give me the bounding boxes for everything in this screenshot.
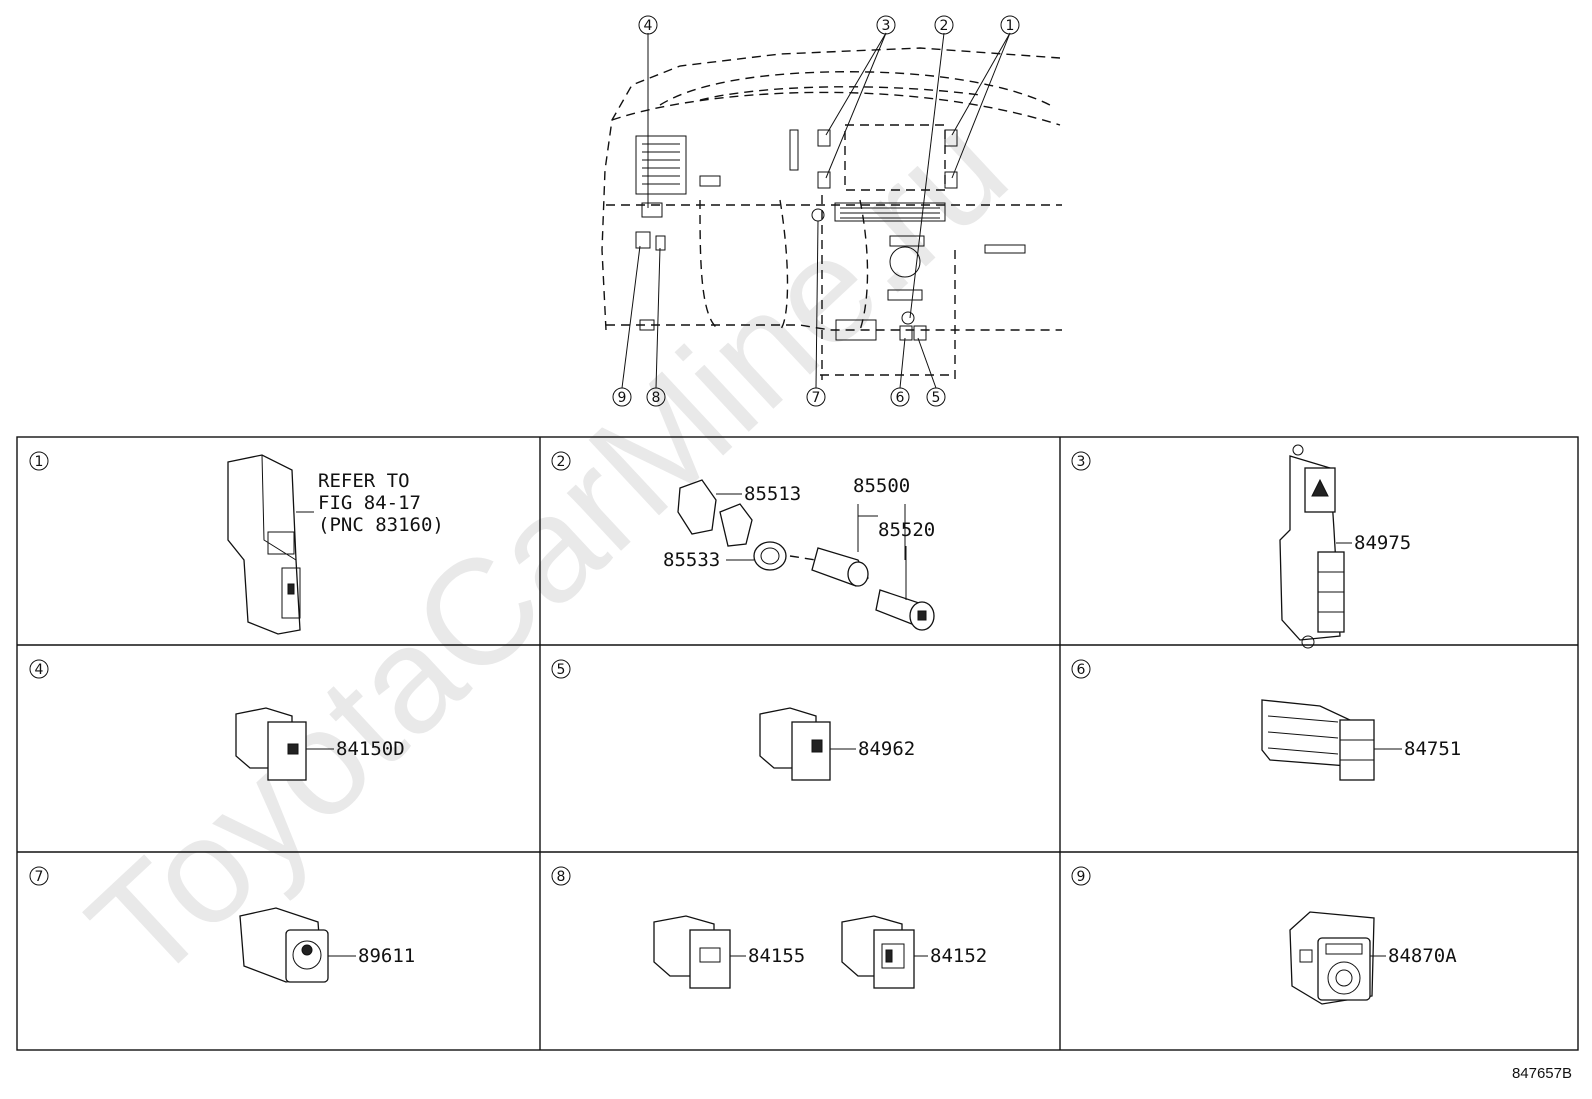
switch-1a <box>944 129 958 147</box>
callout-leaders <box>621 32 1011 389</box>
svg-text:1: 1 <box>35 454 44 470</box>
svg-text:REFER TO: REFER TO <box>318 470 410 492</box>
svg-text:5: 5 <box>557 662 566 678</box>
panel-7-part-illustration <box>239 907 329 983</box>
overview-callout-9: 9 <box>612 387 632 407</box>
svg-text:7: 7 <box>812 390 821 406</box>
svg-text:1: 1 <box>1006 18 1015 34</box>
svg-text:8: 8 <box>557 869 566 885</box>
svg-text:FIG 84-17: FIG 84-17 <box>318 492 421 514</box>
svg-text:84150D: 84150D <box>336 738 405 760</box>
svg-text:5: 5 <box>932 390 941 406</box>
panel-9: 9 84870A <box>1071 866 1457 1005</box>
panel-6: 6 84751 <box>1071 659 1461 781</box>
svg-text:8: 8 <box>652 390 661 406</box>
panel-7: 7 89611 <box>29 866 415 983</box>
svg-text:84155: 84155 <box>748 945 805 967</box>
overview-callout-5: 5 <box>926 387 946 407</box>
svg-text:85500: 85500 <box>853 475 910 497</box>
watermark-text: ToyotaCarMine.ru <box>57 83 1037 1013</box>
switch-5 <box>913 325 927 341</box>
switch-3a <box>817 129 831 147</box>
dashboard-overview: 1 2 3 4 5 6 7 8 <box>601 15 1062 407</box>
svg-text:3: 3 <box>882 18 891 34</box>
panel-8-part-illustration-a <box>653 915 731 989</box>
svg-text:9: 9 <box>1077 869 1086 885</box>
svg-text:85520: 85520 <box>878 519 935 541</box>
panel-1: 1 REFER TO FIG 84-17 (PNC 83160) <box>29 451 444 635</box>
overview-callout-7: 7 <box>806 387 826 407</box>
svg-text:85533: 85533 <box>663 549 720 571</box>
panel-3-part-illustration <box>1279 444 1345 649</box>
svg-text:2: 2 <box>557 454 566 470</box>
svg-text:2: 2 <box>940 18 949 34</box>
switch-1b <box>944 171 958 189</box>
svg-text:89611: 89611 <box>358 945 415 967</box>
left-vent <box>635 135 687 195</box>
overview-callout-2: 2 <box>934 15 954 35</box>
svg-text:84962: 84962 <box>858 738 915 760</box>
svg-text:6: 6 <box>896 390 905 406</box>
panel-9-part-illustration <box>1289 911 1375 1005</box>
overview-callout-1: 1 <box>1000 15 1020 35</box>
overview-callout-8: 8 <box>646 387 666 407</box>
switch-4 <box>641 202 663 218</box>
svg-text:84152: 84152 <box>930 945 987 967</box>
parts-grid <box>16 436 1579 1051</box>
switch-9 <box>635 231 651 249</box>
panel-6-part-illustration <box>1261 699 1375 781</box>
panel-3: 3 84975 <box>1071 444 1411 649</box>
svg-text:(PNC 83160): (PNC 83160) <box>318 514 444 536</box>
center-display <box>844 124 946 191</box>
svg-text:3: 3 <box>1077 454 1086 470</box>
svg-text:85513: 85513 <box>744 483 801 505</box>
overview-callout-4: 4 <box>638 15 658 35</box>
panel-2: 2 85513 85500 85520 85533 <box>551 451 935 631</box>
svg-text:9: 9 <box>618 390 627 406</box>
diagram-code: 847657B <box>1512 1065 1572 1082</box>
panel-1-part-illustration <box>227 454 314 635</box>
panel-2-part-illustration <box>677 479 935 631</box>
watermark: ToyotaCarMine.ru <box>57 83 1037 1013</box>
svg-text:84751: 84751 <box>1404 738 1461 760</box>
panel-4-part-illustration <box>235 707 307 781</box>
svg-text:7: 7 <box>35 869 44 885</box>
svg-text:4: 4 <box>644 18 653 34</box>
panel-8-part-illustration-b <box>841 915 915 989</box>
panel-5-part-illustration <box>759 707 831 781</box>
svg-text:4: 4 <box>35 662 44 678</box>
switch-3b <box>817 171 831 189</box>
switch-8 <box>655 235 666 251</box>
overview-callout-3: 3 <box>876 15 896 35</box>
svg-text:84975: 84975 <box>1354 532 1411 554</box>
panel-8: 8 84155 84152 <box>551 866 987 989</box>
overview-callout-6: 6 <box>890 387 910 407</box>
svg-text:84870A: 84870A <box>1388 945 1457 967</box>
svg-text:6: 6 <box>1077 662 1086 678</box>
panel-4: 4 84150D <box>29 659 405 781</box>
switch-6 <box>899 325 913 341</box>
socket-2 <box>901 311 915 325</box>
panel-5: 5 84962 <box>551 659 915 781</box>
